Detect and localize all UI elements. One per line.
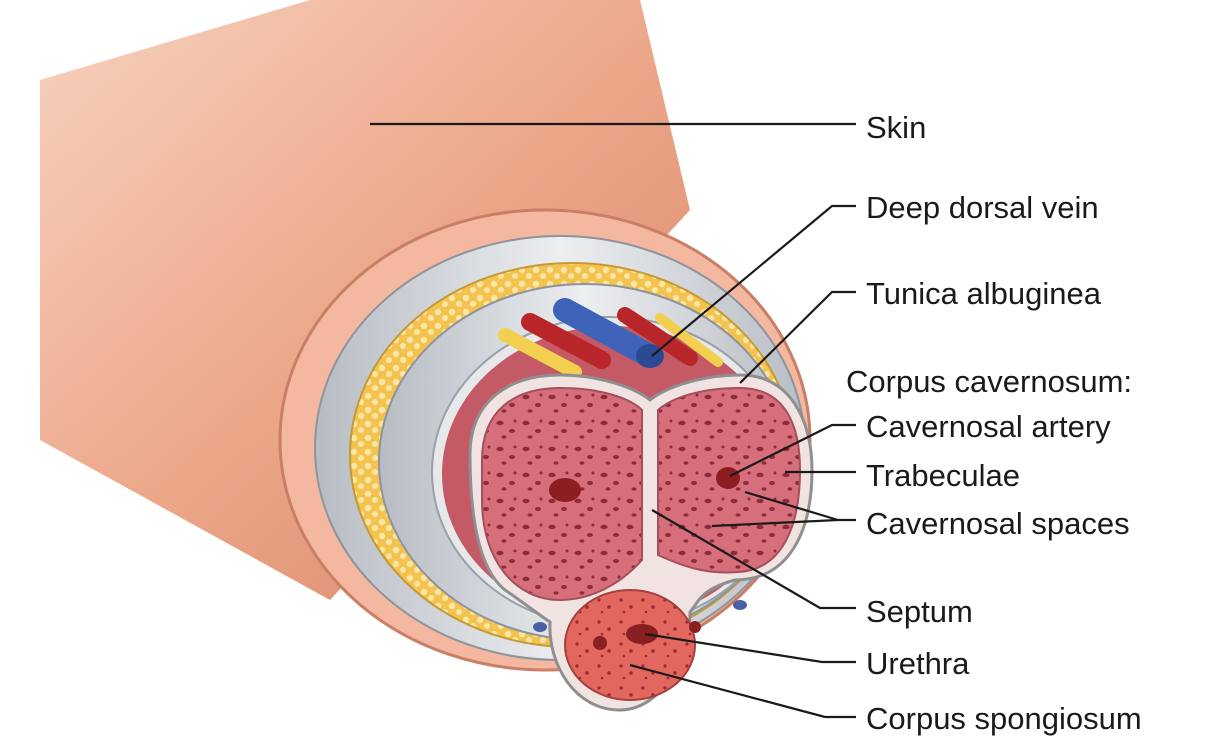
- label-skin: Skin: [866, 112, 926, 143]
- label-septum: Septum: [866, 596, 973, 627]
- label-deep-dorsal-vein: Deep dorsal vein: [866, 192, 1099, 223]
- label-tunica-albuginea: Tunica albuginea: [866, 278, 1101, 309]
- label-urethra: Urethra: [866, 648, 969, 679]
- label-cavernosal-artery: Cavernosal artery: [866, 411, 1111, 442]
- label-corpus-spongiosum: Corpus spongiosum: [866, 703, 1142, 734]
- label-trabeculae: Trabeculae: [866, 460, 1020, 491]
- label-cavernosal-spaces: Cavernosal spaces: [866, 508, 1130, 539]
- label-corpus-cavernosum-heading: Corpus cavernosum:: [846, 366, 1132, 397]
- corpus-spongiosum: [565, 590, 695, 700]
- left-cavernosal-artery: [549, 478, 581, 502]
- urethra-lumen: [626, 624, 658, 644]
- right-cavernosal-artery: [716, 467, 740, 489]
